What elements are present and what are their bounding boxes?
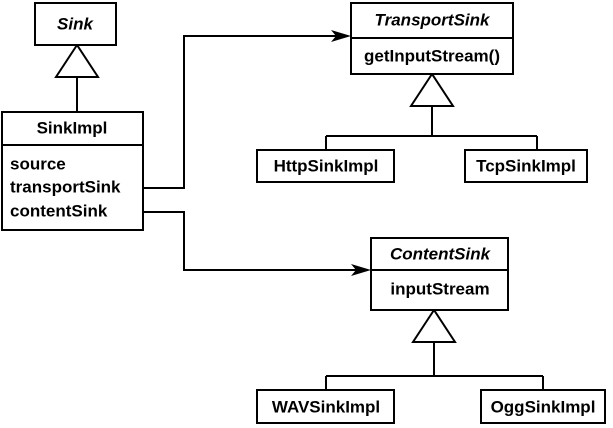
generalization-tree-contentsink [325,308,544,390]
class-name-contentsink: ContentSink [390,244,492,263]
class-box-contentsink [370,237,509,311]
class-node-sink[interactable]: Sink [34,2,117,46]
class-member-source: source [10,154,66,173]
class-node-sinkimpl[interactable]: SinkImpl source transportSink contentSin… [1,111,144,231]
class-node-tcpsinkimpl[interactable]: TcpSinkImpl [464,149,588,183]
class-box-oggsinkimpl [480,389,606,424]
class-name-transportsink: TransportSink [375,10,491,29]
class-name-sinkimpl: SinkImpl [37,118,108,137]
class-box-sinkimpl [1,111,144,231]
class-name-httpsinkimpl: HttpSinkImpl [274,156,379,175]
class-member-inputstream: inputStream [390,279,489,298]
association-line-contentsink [143,211,358,271]
generalization-triangle-transport [409,72,455,107]
generalization-tree-transportsink [325,72,538,150]
class-node-wavsinkimpl[interactable]: WAVSinkImpl [256,389,395,424]
class-box-wavsinkimpl [256,389,395,424]
class-node-httpsinkimpl[interactable]: HttpSinkImpl [256,149,395,183]
class-name-oggsinkimpl: OggSinkImpl [491,397,596,416]
class-member-transportsink: transportSink [10,177,121,196]
association-arrowhead-transportsink [331,30,351,42]
generalization-sinkimpl-to-sink [54,43,100,112]
association-transportsink [143,30,351,189]
class-box-sink [34,2,117,46]
class-box-httpsinkimpl [256,149,395,183]
class-name-tcpsinkimpl: TcpSinkImpl [476,156,576,175]
association-line-transportsink [143,35,338,189]
class-node-contentsink[interactable]: ContentSink inputStream [370,237,509,311]
class-member-getinputstream: getInputStream() [364,46,500,65]
class-name-sink: Sink [57,14,94,33]
class-member-contentsink: contentSink [10,201,108,220]
class-node-transportsink[interactable]: TransportSink getInputStream() [350,2,514,75]
class-box-tcpsinkimpl [464,149,588,183]
class-node-oggsinkimpl[interactable]: OggSinkImpl [480,389,606,424]
generalization-triangle-content [411,308,457,343]
generalization-triangle [54,43,100,78]
association-arrowhead-contentsink [351,264,371,276]
association-contentsink [143,211,371,276]
class-name-wavsinkimpl: WAVSinkImpl [272,397,380,416]
